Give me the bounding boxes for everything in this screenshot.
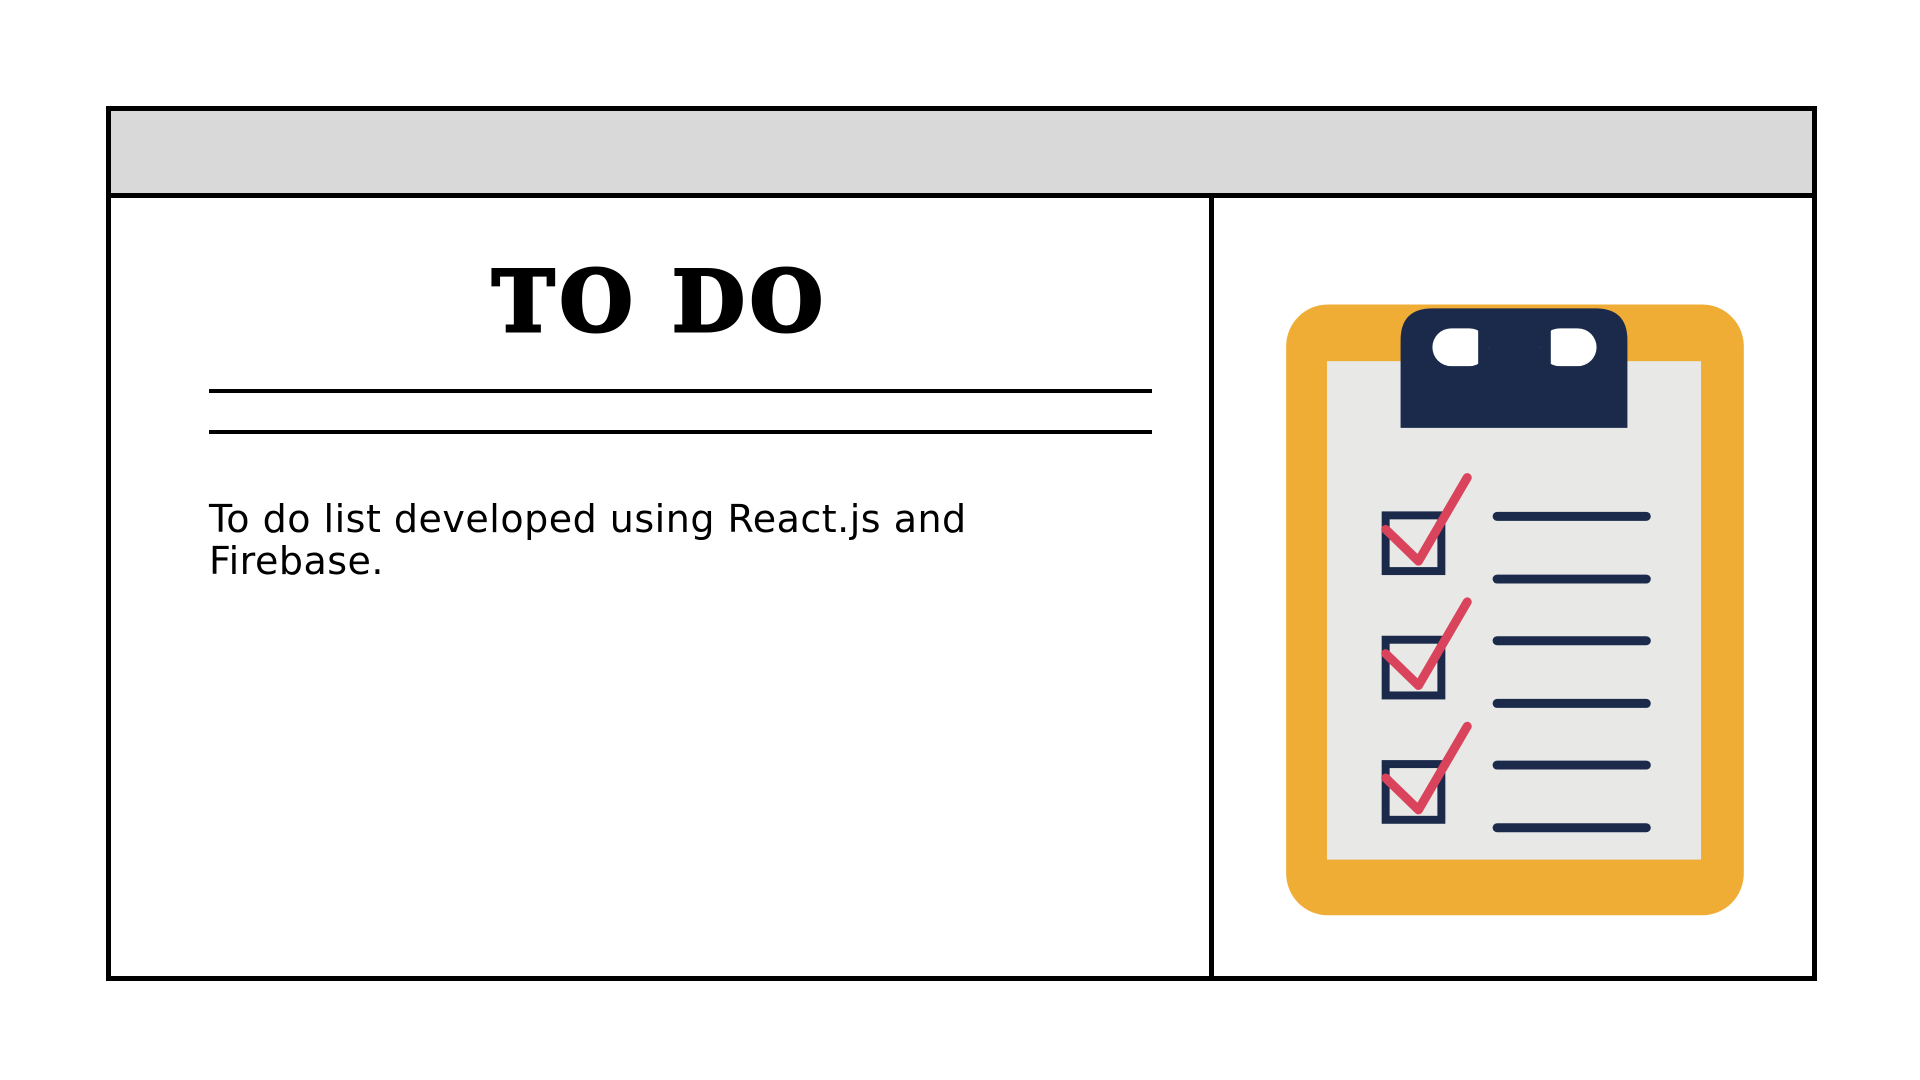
text-pane: TO DO To do list developed using React.j… — [111, 198, 1214, 976]
checkbox-1 — [1381, 511, 1446, 576]
checkmark-1 — [1381, 473, 1472, 566]
divider-top — [209, 389, 1152, 393]
checkmark-2 — [1381, 597, 1472, 690]
divider-bottom — [209, 430, 1152, 434]
checkmark-3 — [1381, 721, 1472, 815]
window-title-bar — [111, 111, 1812, 198]
clipboard-checklist-icon — [1286, 304, 1744, 916]
clip-hole-left — [1432, 328, 1489, 367]
page-title: TO DO — [491, 252, 828, 351]
clip-hole-right-gap — [1540, 328, 1551, 367]
card-content: TO DO To do list developed using React.j… — [111, 198, 1812, 976]
clip-hole-left-gap — [1478, 328, 1489, 367]
project-description: To do list developed using React.js and … — [209, 497, 967, 583]
checkbox-3 — [1381, 760, 1446, 824]
project-card-window: TO DO To do list developed using React.j… — [106, 106, 1817, 981]
checkbox-2 — [1381, 635, 1446, 700]
clip-hole-right — [1540, 328, 1597, 367]
clipboard-clip — [1400, 308, 1628, 428]
illustration-pane — [1214, 198, 1812, 976]
